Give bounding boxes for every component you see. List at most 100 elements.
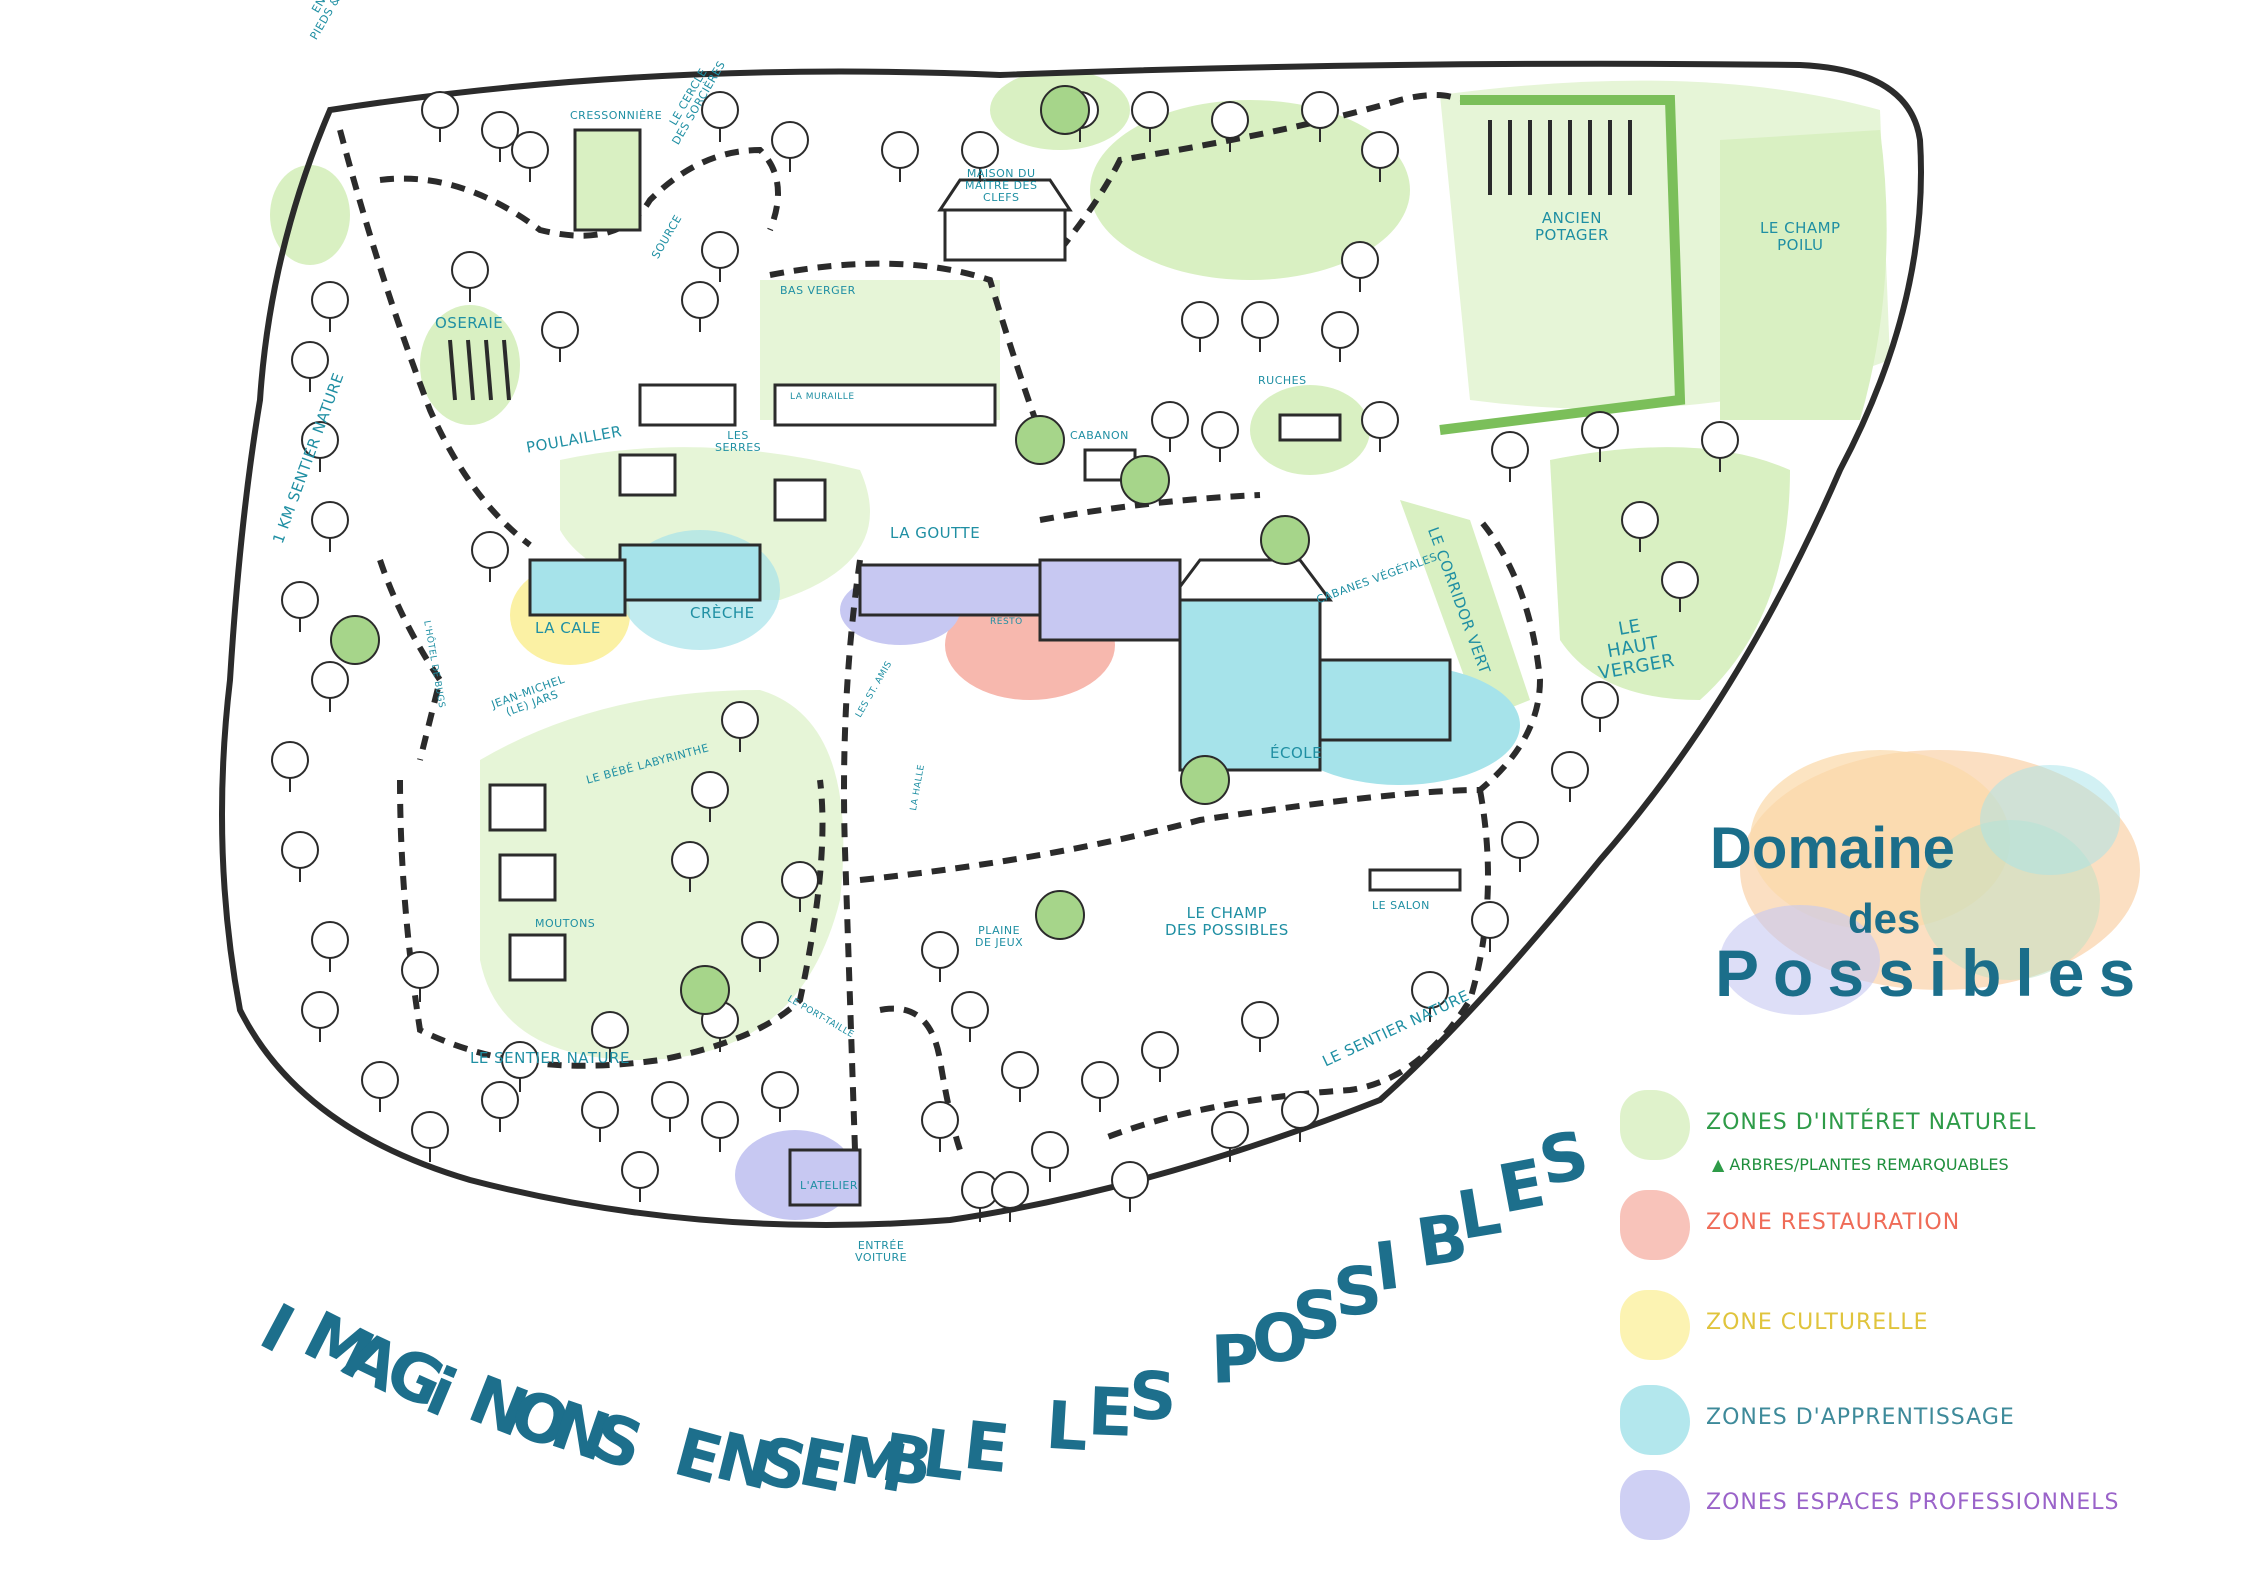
remarkable-tree <box>1040 85 1090 135</box>
tree <box>691 771 729 822</box>
tree <box>281 581 319 632</box>
label-champ-possibles: LE CHAMP DES POSSIBLES <box>1165 904 1289 939</box>
tree <box>741 921 779 972</box>
tree <box>1621 501 1659 552</box>
tree <box>481 111 519 162</box>
label-goutte: LA GOUTTE <box>890 524 981 542</box>
maison-roof <box>937 178 1073 212</box>
buildings <box>488 128 1462 1207</box>
tree <box>1501 821 1539 872</box>
tree <box>781 861 819 912</box>
tree <box>721 701 759 752</box>
tree <box>1131 91 1169 142</box>
trees <box>271 85 1739 1222</box>
tree <box>1201 411 1239 462</box>
legend-swatch <box>1620 1290 1690 1360</box>
tree <box>481 1081 519 1132</box>
tree <box>1361 131 1399 182</box>
tree <box>291 341 329 392</box>
label-entree-voiture: ENTRÉE VOITURE <box>855 1239 908 1265</box>
label-sentier-nature-west: LE SENTIER NATURE <box>470 1049 630 1067</box>
oseraie-rows <box>448 339 511 401</box>
tree <box>961 131 999 182</box>
label-muraille: LA MURAILLE <box>790 392 855 402</box>
path-school-loop <box>859 518 1544 883</box>
path-plaine-south <box>879 1005 963 1151</box>
tree <box>311 661 349 712</box>
tree <box>1581 681 1619 732</box>
remarkable-tree <box>1015 415 1065 465</box>
path-cressonniere <box>379 146 781 239</box>
tree <box>671 841 709 892</box>
tree <box>451 251 489 302</box>
path-pasture-ring <box>397 779 826 1069</box>
slogan-letter: E <box>1086 1372 1135 1452</box>
tree <box>311 281 349 332</box>
tree <box>701 231 739 282</box>
tree <box>311 921 349 972</box>
label-champ-poilu: LE CHAMP POILU <box>1760 219 1841 254</box>
legend-label: ZONES D'APPRENTISSAGE <box>1706 1405 2015 1430</box>
tree <box>1181 301 1219 352</box>
tree <box>1301 91 1339 142</box>
legend-remarkable-trees: ▲ ARBRES/PLANTES REMARQUABLES <box>1712 1155 2009 1174</box>
zone-natural-west-strip <box>270 165 350 265</box>
zone-natural-pasture <box>480 690 844 1060</box>
cale-building <box>528 558 627 617</box>
poulailler-building <box>618 453 677 497</box>
tree <box>1701 421 1739 472</box>
label-ancien-potager: ANCIEN POTAGER <box>1535 209 1609 244</box>
label-creche: CRÈCHE <box>690 604 755 622</box>
ecole-annex <box>1318 658 1452 742</box>
walking-paths <box>337 92 1544 1151</box>
label-ruches: RUCHES <box>1258 374 1307 387</box>
tree <box>541 311 579 362</box>
tree <box>701 1101 739 1152</box>
tree <box>591 1011 629 1062</box>
tree <box>1551 751 1589 802</box>
slogan-letter: L <box>1044 1386 1091 1466</box>
tree <box>1001 1051 1039 1102</box>
legend-label: ZONES D'INTÉRET NATUREL <box>1706 1110 2037 1135</box>
tree <box>401 951 439 1002</box>
muraille <box>773 383 997 427</box>
tree <box>361 1061 399 1112</box>
tree <box>1411 971 1449 1022</box>
tree <box>921 931 959 982</box>
moutons-shed-1 <box>498 853 557 902</box>
ecole-roof <box>1167 558 1333 602</box>
tree <box>1211 1111 1249 1162</box>
remarkable-tree <box>1180 755 1230 805</box>
label-resto: RESTO <box>990 617 1023 627</box>
serre-1 <box>638 383 737 427</box>
tree <box>271 741 309 792</box>
label-maison: MAISON DU MAÎTRE DES CLEFS <box>965 167 1038 205</box>
label-ecole: ÉCOLE <box>1270 744 1323 762</box>
tree <box>301 991 339 1042</box>
tree <box>621 1151 659 1202</box>
tree <box>1471 901 1509 952</box>
tree <box>1661 561 1699 612</box>
tree <box>651 1081 689 1132</box>
moutons-shed-2 <box>508 933 567 982</box>
tree <box>921 1101 959 1152</box>
path-east-sentier <box>1098 789 1491 1143</box>
label-moutons: MOUTONS <box>535 917 596 930</box>
label-cabanon: CABANON <box>1070 429 1129 442</box>
tree <box>511 131 549 182</box>
label-cressonniere: CRESSONNIÈRE <box>570 109 663 122</box>
tree <box>1341 241 1379 292</box>
tree <box>581 1091 619 1142</box>
remarkable-tree <box>680 965 730 1015</box>
label-atelier: L'ATELIER <box>800 1179 858 1192</box>
label-salon: LE SALON <box>1372 899 1430 912</box>
path-north-loop <box>337 129 532 548</box>
legend-item: ZONES D'INTÉRET NATUREL <box>1620 1090 2249 1170</box>
tree <box>1081 1061 1119 1112</box>
atelier-building <box>788 1148 862 1207</box>
legend-swatch <box>1620 1190 1690 1260</box>
tree <box>1211 101 1249 152</box>
tree <box>421 91 459 142</box>
legend-item: ZONES ESPACES PROFESSIONNELS <box>1620 1470 2249 1550</box>
